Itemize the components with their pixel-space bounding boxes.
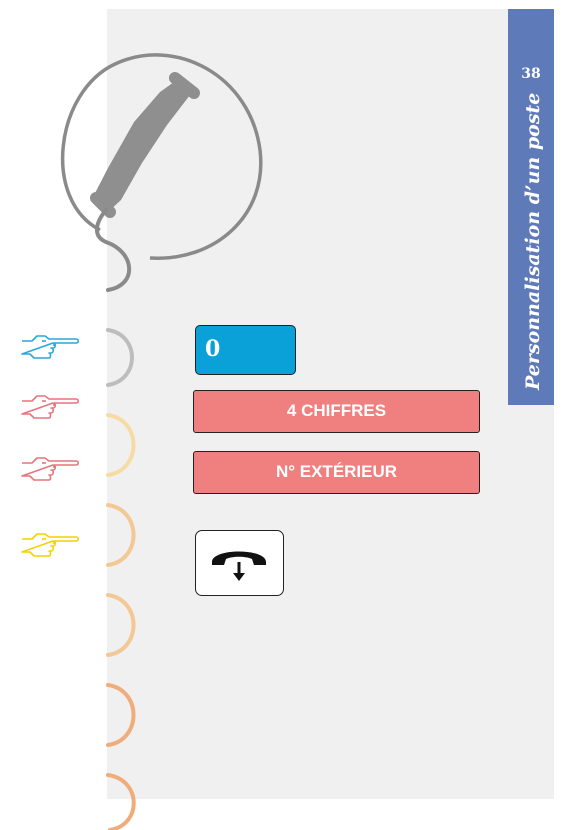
key-zero: 0 bbox=[195, 325, 296, 375]
handset-circle bbox=[60, 53, 263, 260]
section-title: Personnalisation d’un poste bbox=[522, 92, 544, 390]
pointing-hand-icon bbox=[21, 395, 80, 419]
pointing-hand-icon bbox=[21, 457, 80, 481]
hang-up-key-icon bbox=[212, 551, 266, 581]
pointing-hand-icon bbox=[21, 533, 80, 557]
pointing-hand-icon bbox=[21, 335, 80, 359]
telephone-handset-icon bbox=[60, 53, 263, 830]
section-tab bbox=[508, 9, 554, 405]
binding-rings bbox=[95, 208, 136, 830]
page-number: 38 bbox=[521, 66, 541, 82]
hang-up-key bbox=[195, 530, 284, 596]
key-numero-exterieur: N° EXTÉRIEUR bbox=[193, 451, 480, 494]
handset-shape bbox=[90, 72, 200, 218]
key-4-chiffres: 4 CHIFFRES bbox=[193, 390, 480, 433]
